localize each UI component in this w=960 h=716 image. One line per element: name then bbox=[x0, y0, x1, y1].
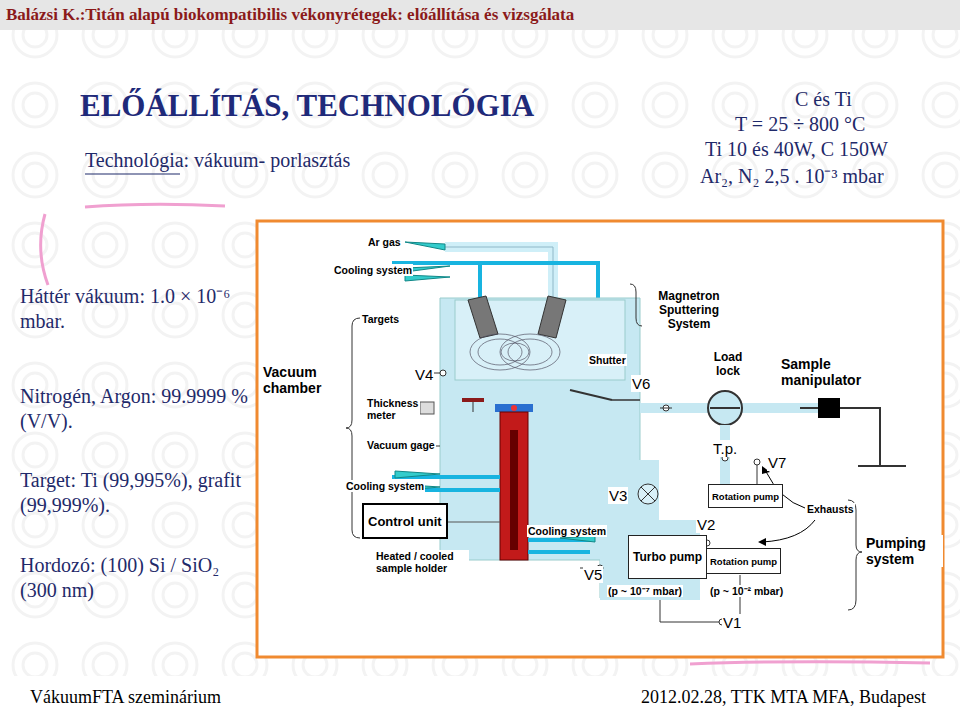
text-label: Ar gas bbox=[367, 236, 402, 248]
text-label: Shutter bbox=[588, 354, 627, 366]
text-label: Pumping system bbox=[865, 535, 943, 567]
box-text: Rotation pump bbox=[710, 556, 777, 567]
text-label: Cooling system bbox=[333, 264, 413, 276]
pump-box: Control unit bbox=[362, 503, 448, 539]
text-label: (p ~ 10⁻² mbar) bbox=[709, 585, 784, 597]
box-text: Turbo pump bbox=[633, 550, 702, 564]
text-label: Technológia: vákuum- porlasztás bbox=[85, 148, 350, 173]
text-label: V2 bbox=[696, 516, 716, 533]
pump-box: Rotation pump bbox=[708, 484, 783, 508]
text-label: Vacuum gage bbox=[366, 439, 436, 451]
text-label: Cooling system bbox=[345, 480, 425, 492]
text-label: C és Ti bbox=[795, 87, 852, 112]
text-label: V3 bbox=[608, 487, 628, 504]
text-label: V6 bbox=[631, 375, 651, 392]
text-label: Hordozó: (100) Si / SiO₂ (300 nm) bbox=[20, 553, 256, 603]
text-label: Heated / cooled sample holder bbox=[375, 550, 469, 574]
text-label: Balázsi K.:Titán alapú biokompatibilis v… bbox=[6, 5, 574, 25]
text-label: Load lock bbox=[708, 350, 748, 378]
text-label: Nitrogén, Argon: 99.9999 % (V/V). bbox=[20, 384, 252, 434]
text-label: T.p. bbox=[712, 440, 738, 457]
pump-box: Rotation pump bbox=[706, 548, 781, 574]
text-label: ELŐÁLLÍTÁS, TECHNOLÓGIA bbox=[80, 88, 534, 124]
box-text: Rotation pump bbox=[712, 491, 779, 502]
text-label: Exhausts bbox=[806, 503, 855, 515]
pump-box: Turbo pump bbox=[628, 535, 707, 579]
text-label: Targets bbox=[361, 313, 400, 325]
text-label: Cooling system bbox=[527, 525, 607, 537]
text-label: V7 bbox=[767, 454, 787, 471]
text-label: V5 bbox=[583, 566, 603, 583]
text-label: Vacuum chamber bbox=[262, 364, 348, 396]
text-label: 2012.02.28, TTK MTA MFA, Budapest bbox=[641, 687, 926, 708]
text-label: VákuumFTA szeminárium bbox=[30, 687, 221, 708]
text-label: V1 bbox=[722, 614, 742, 631]
text-label: V4 bbox=[414, 366, 434, 383]
box-text: Control unit bbox=[368, 514, 442, 529]
text-label: Ti 10 és 40W, C 150W bbox=[705, 137, 888, 162]
text-label: Sample manipulator bbox=[780, 356, 882, 388]
text-label: T = 25 ÷ 800 °C bbox=[735, 112, 865, 137]
text-label: Háttér vákuum: 1.0 × 10⁻⁶ mbar. bbox=[20, 284, 252, 334]
text-label: Target: Ti (99,995%), grafit (99,999%). bbox=[20, 468, 252, 518]
text-label: Magnetron Sputtering System bbox=[644, 289, 734, 331]
text-label: Ar₂, N₂ 2,5 . 10⁻³ mbar bbox=[700, 164, 884, 189]
text-label: Thickness meter bbox=[366, 397, 420, 421]
text-label: (p ~ 10⁻⁷ mbar) bbox=[607, 585, 683, 597]
